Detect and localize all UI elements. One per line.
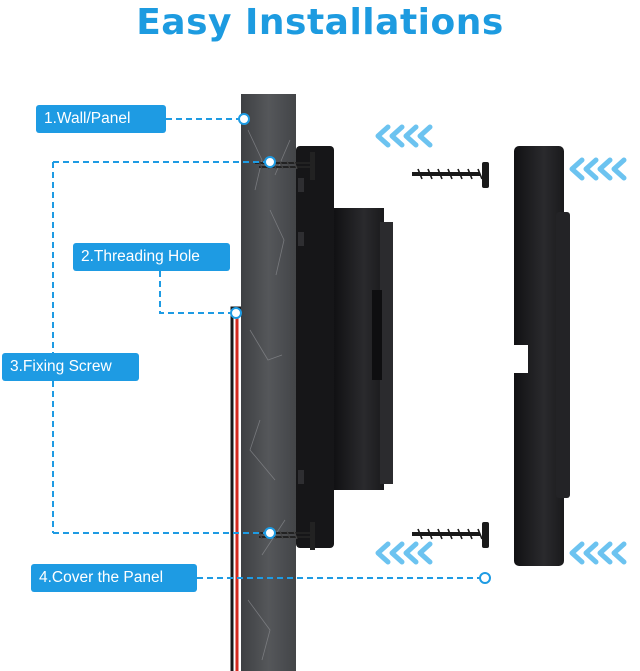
label-threading-hole: 2.Threading Hole <box>73 243 230 271</box>
label-cover-panel: 4.Cover the Panel <box>31 564 197 592</box>
front-cover <box>514 146 570 566</box>
label-wall-panel: 1.Wall/Panel <box>36 105 166 133</box>
leader-endpoints <box>230 113 491 584</box>
label-fixing-screw: 3.Fixing Screw <box>2 353 139 381</box>
screw-icon <box>412 162 489 548</box>
wall-panel <box>241 94 296 671</box>
page-title: Easy Installations <box>136 2 504 43</box>
leader-lines <box>52 118 482 579</box>
chevron-left-arrows-icon <box>375 124 627 565</box>
device-bracket <box>296 146 393 548</box>
